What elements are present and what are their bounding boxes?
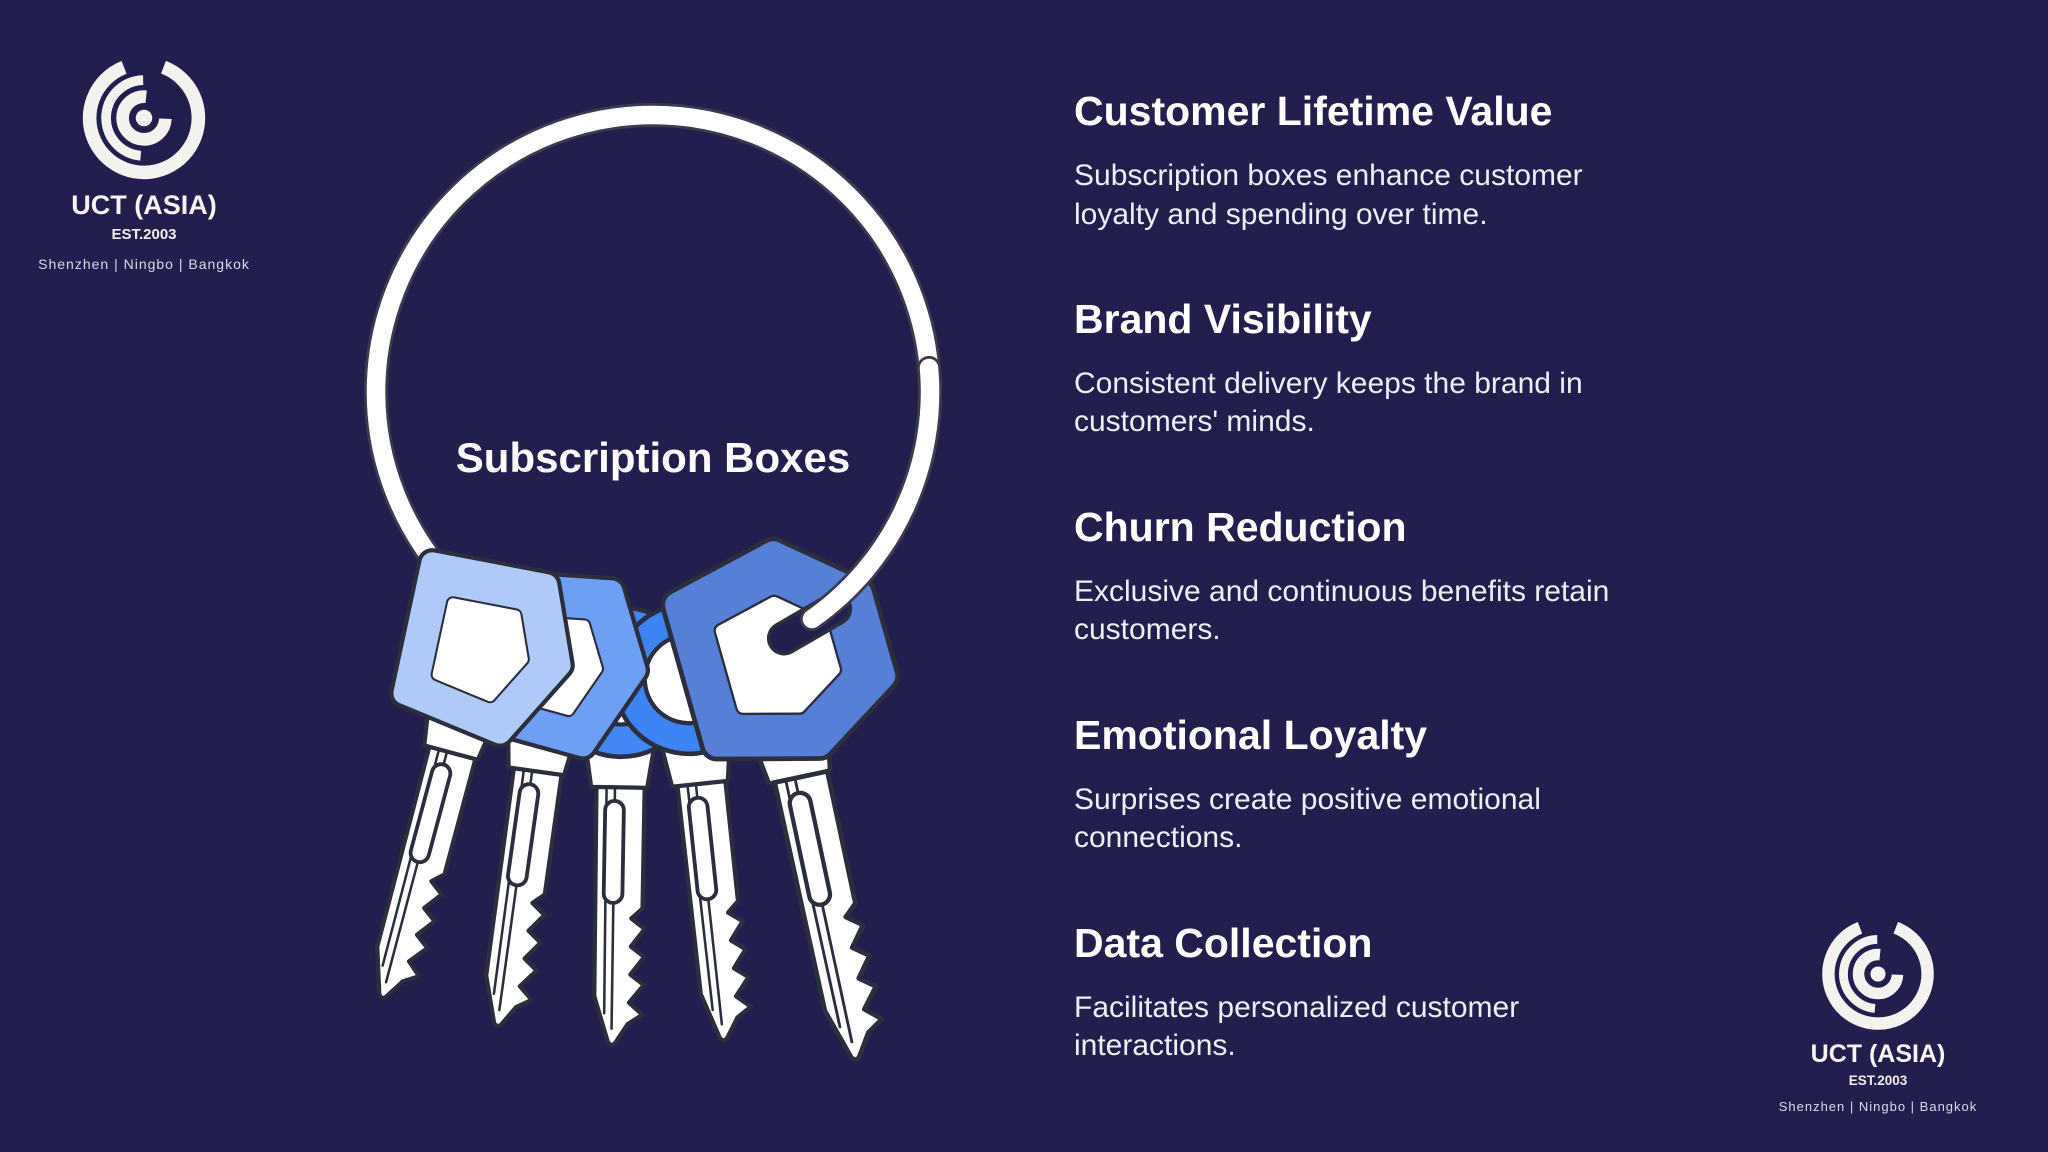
benefit-section: Data Collection Facilitates personalized… bbox=[1074, 920, 1714, 1066]
benefit-section: Brand Visibility Consistent delivery kee… bbox=[1074, 296, 1714, 442]
section-title: Brand Visibility bbox=[1074, 295, 1372, 342]
benefit-section: Customer Lifetime Value Subscription box… bbox=[1074, 88, 1714, 234]
section-title: Emotional Loyalty bbox=[1074, 711, 1428, 758]
section-title: Customer Lifetime Value bbox=[1074, 88, 1553, 134]
section-description: Subscription boxes enhance customer loya… bbox=[1074, 159, 1583, 231]
section-title: Churn Reduction bbox=[1074, 503, 1407, 550]
logo-est: EST.2003 bbox=[1848, 1073, 1908, 1088]
logo-name: UCT (ASIA) bbox=[1810, 1040, 1946, 1068]
section-description: Consistent delivery keeps the brand in c… bbox=[1074, 367, 1583, 439]
benefit-section: Churn Reduction Exclusive and continuous… bbox=[1074, 504, 1714, 650]
uct-logo-icon bbox=[1822, 918, 1934, 1030]
section-description: Exclusive and continuous benefits retain… bbox=[1074, 574, 1610, 647]
section-description: Facilitates personalized customer intera… bbox=[1074, 990, 1520, 1063]
keyring-label: Subscription Boxes bbox=[456, 434, 850, 481]
key-ring-overlap bbox=[800, 356, 943, 631]
section-description: Surprises create positive emotional conn… bbox=[1074, 782, 1541, 855]
uct-logo-icon bbox=[82, 56, 206, 180]
benefit-sections: Customer Lifetime Value Subscription box… bbox=[1074, 88, 1714, 1066]
benefit-section: Emotional Loyalty Surprises create posit… bbox=[1074, 712, 1714, 858]
uct-logo-top-left: UCT (ASIA) EST.2003 Shenzhen | Ningbo | … bbox=[38, 50, 250, 272]
logo-name: UCT (ASIA) bbox=[71, 190, 217, 220]
logo-est: EST.2003 bbox=[111, 226, 177, 243]
logo-cities: Shenzhen | Ningbo | Bangkok bbox=[1778, 1099, 1978, 1114]
uct-logo-bottom-right: UCT (ASIA) EST.2003 Shenzhen | Ningbo | … bbox=[1762, 912, 1994, 1114]
section-title: Data Collection bbox=[1074, 919, 1373, 966]
logo-cities: Shenzhen | Ningbo | Bangkok bbox=[38, 256, 250, 272]
